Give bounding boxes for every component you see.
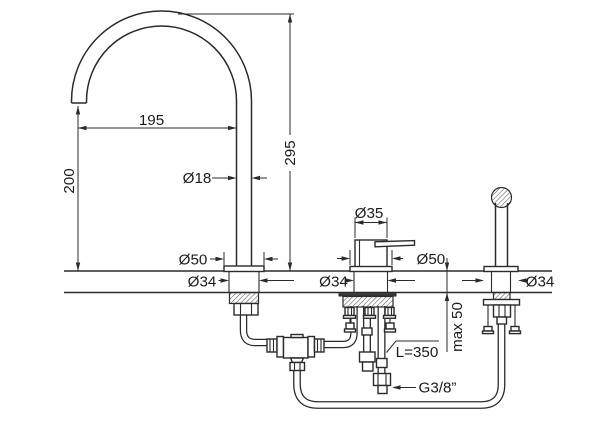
dim-label-o18: Ø18: [183, 170, 212, 187]
dim-label-295: 295: [282, 140, 299, 165]
dim-label-max50: max 50: [449, 302, 466, 352]
spout-mounting-nut: [233, 302, 259, 316]
handshower-head: [490, 186, 513, 209]
dim-mixer-body-dia: Ø35: [354, 205, 388, 238]
handshower-nut: [492, 304, 512, 318]
dim-mixer-base-dia: Ø50: [337, 250, 445, 268]
dim-label-o34-mixer: Ø34: [319, 274, 348, 291]
dim-label-l350: L=350: [396, 344, 439, 361]
dimensions: 195 200 295 Ø18: [61, 13, 554, 397]
dim-thread-size: G3/8”: [392, 380, 456, 397]
spout-threaded-shank: [228, 291, 260, 305]
spout: [70, 10, 265, 316]
dim-label-200: 200: [61, 168, 78, 193]
handshower-bracket-rods: [481, 305, 522, 335]
dim-spout-outlet-height: 200: [61, 106, 81, 271]
dim-label-195: 195: [139, 112, 164, 129]
dim-spout-reach: 195: [78, 112, 237, 131]
dim-hose-length: L=350: [386, 340, 439, 361]
spout-flange: [223, 265, 265, 273]
tee-bottom-nut: [289, 361, 306, 372]
hose-end-fitting: [358, 351, 376, 363]
dim-spout-hole-dia: Ø34: [188, 274, 294, 291]
handshower-flange: [483, 265, 519, 273]
dim-mixer-hole-dia: Ø34: [319, 274, 415, 291]
dim-handshower-base-dia: Ø34: [462, 274, 554, 291]
mixer-mount-bar: [338, 292, 397, 297]
dim-label-o35: Ø35: [355, 205, 384, 222]
mixer-mount-plate: [342, 295, 394, 308]
mixer-valve: [338, 239, 416, 333]
dim-label-o34-spout: Ø34: [188, 274, 217, 291]
tee-to-handshower-hose: [293, 324, 506, 409]
dim-label-o34-shower: Ø34: [526, 274, 555, 291]
tee-right-nut: [313, 338, 325, 353]
tee-left-nut: [266, 338, 278, 353]
hose-collar: [361, 327, 373, 336]
mixer-stud-nuts: [342, 306, 397, 319]
hand-shower: [481, 186, 522, 335]
hose-collar: [375, 357, 388, 369]
handshower-hose-fitting: [496, 316, 508, 325]
mixer-outlet-tube: [322, 306, 358, 349]
mixer-lever: [374, 239, 416, 248]
spout-to-tee-tube: [239, 313, 268, 347]
hose-end-fitting: [361, 361, 374, 372]
dim-label-o50-mixer: Ø50: [417, 251, 446, 268]
diverter-tee: [266, 333, 325, 372]
dim-label-g38: G3/8”: [419, 380, 457, 397]
mixer-stud-feet: [343, 318, 397, 333]
countertop: [64, 270, 552, 294]
dim-deck-thickness: max 50: [444, 258, 466, 352]
g38-fitting: [372, 372, 392, 395]
handshower-shank: [492, 291, 511, 301]
dim-label-o50-spout: Ø50: [179, 252, 208, 269]
dim-overall-height: 295: [178, 13, 299, 271]
handshower-bracket: [482, 298, 521, 306]
mixer-supply-hoses: [358, 306, 392, 395]
mixer-flange: [349, 265, 393, 273]
dim-spout-tube-dia: Ø18: [183, 170, 267, 187]
dim-spout-base-dia: Ø50: [179, 252, 278, 269]
tee-body: [282, 336, 309, 359]
